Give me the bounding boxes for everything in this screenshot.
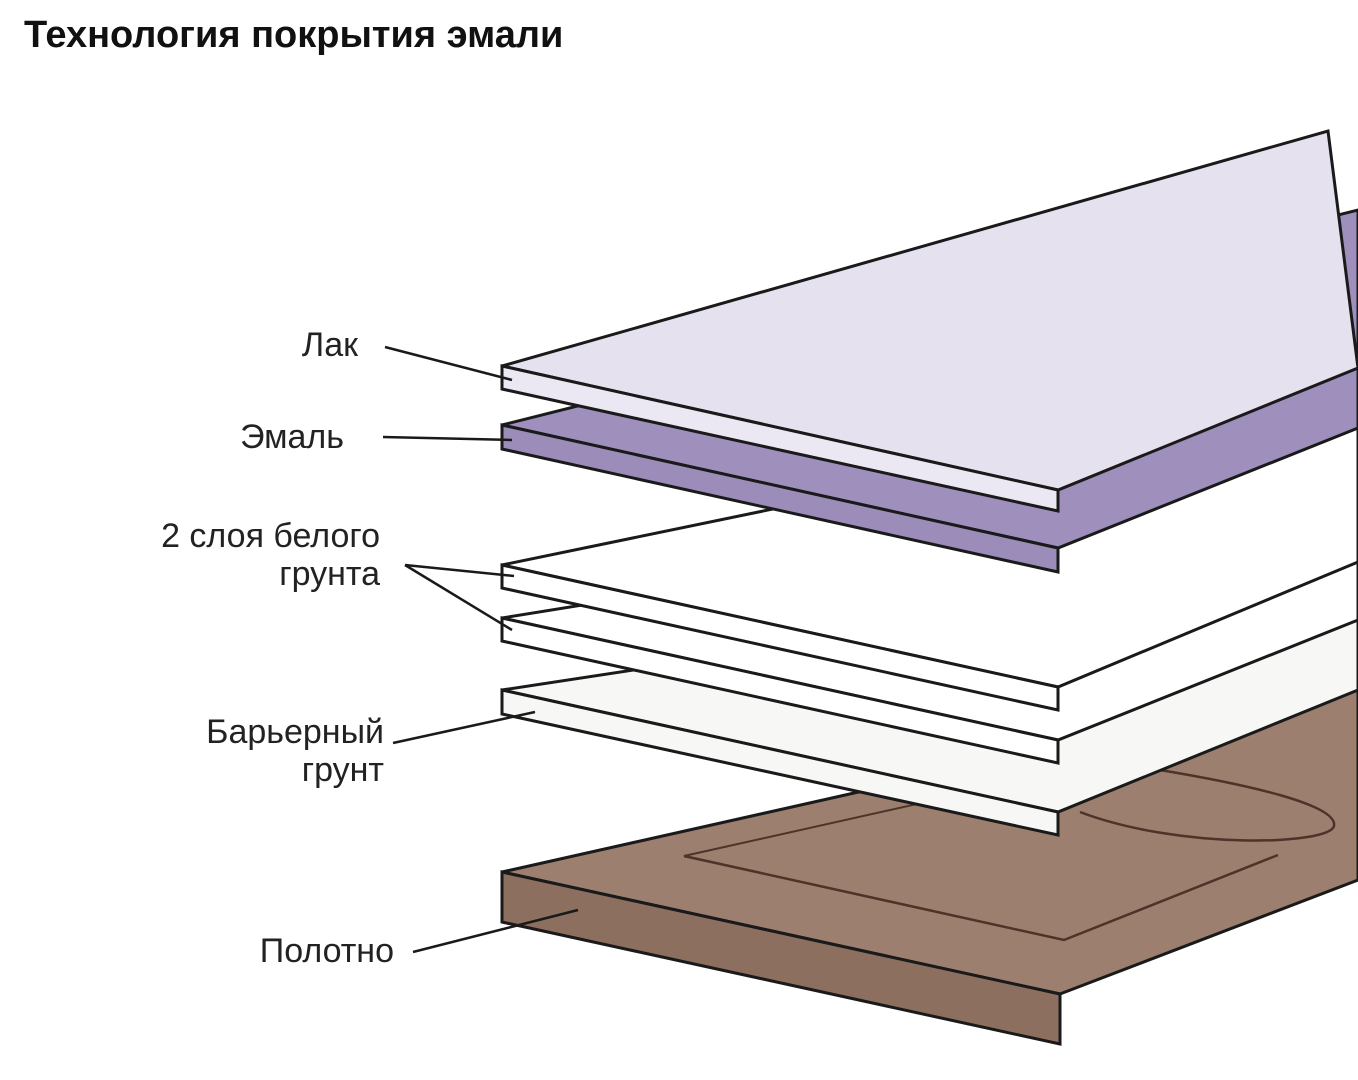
polotno-groove-frame — [683, 853, 1279, 942]
white2-front-face — [500, 616, 1060, 765]
label-barrier-primer: Барьерный грунт — [206, 713, 384, 789]
barrier-front-face — [500, 688, 1060, 837]
label-barrier-line2: грунт — [301, 751, 384, 789]
label-white-primer-line1: 2 слоя белого — [161, 517, 380, 555]
polotno-front-face — [500, 870, 1062, 1046]
label-polotno-text: Полотно — [259, 932, 394, 970]
lacquer-front-face — [500, 364, 1060, 513]
label-barrier-line1: Барьерный — [206, 713, 384, 751]
white1-front-face — [500, 563, 1060, 712]
diagram-title: Технология покрытия эмали — [24, 14, 564, 56]
layer-lacquer — [500, 129, 1358, 513]
label-white-primer: 2 слоя белого грунта — [161, 517, 380, 593]
polotno-groove-oval — [1079, 768, 1336, 842]
label-lak: Лак — [302, 326, 358, 364]
leader-polotno — [412, 908, 579, 954]
label-emal-text: Эмаль — [240, 418, 344, 456]
label-emal: Эмаль — [240, 418, 344, 456]
label-polotno: Полотно — [260, 932, 394, 970]
leader-lak — [384, 345, 513, 382]
label-lak-text: Лак — [301, 326, 358, 364]
leader-grunt-2 — [404, 563, 513, 632]
leader-barrier — [392, 710, 536, 745]
leader-grunt-1 — [404, 563, 515, 578]
leader-lines — [382, 345, 579, 954]
leader-emal — [382, 435, 513, 442]
label-white-primer-line2: грунта — [279, 555, 380, 593]
